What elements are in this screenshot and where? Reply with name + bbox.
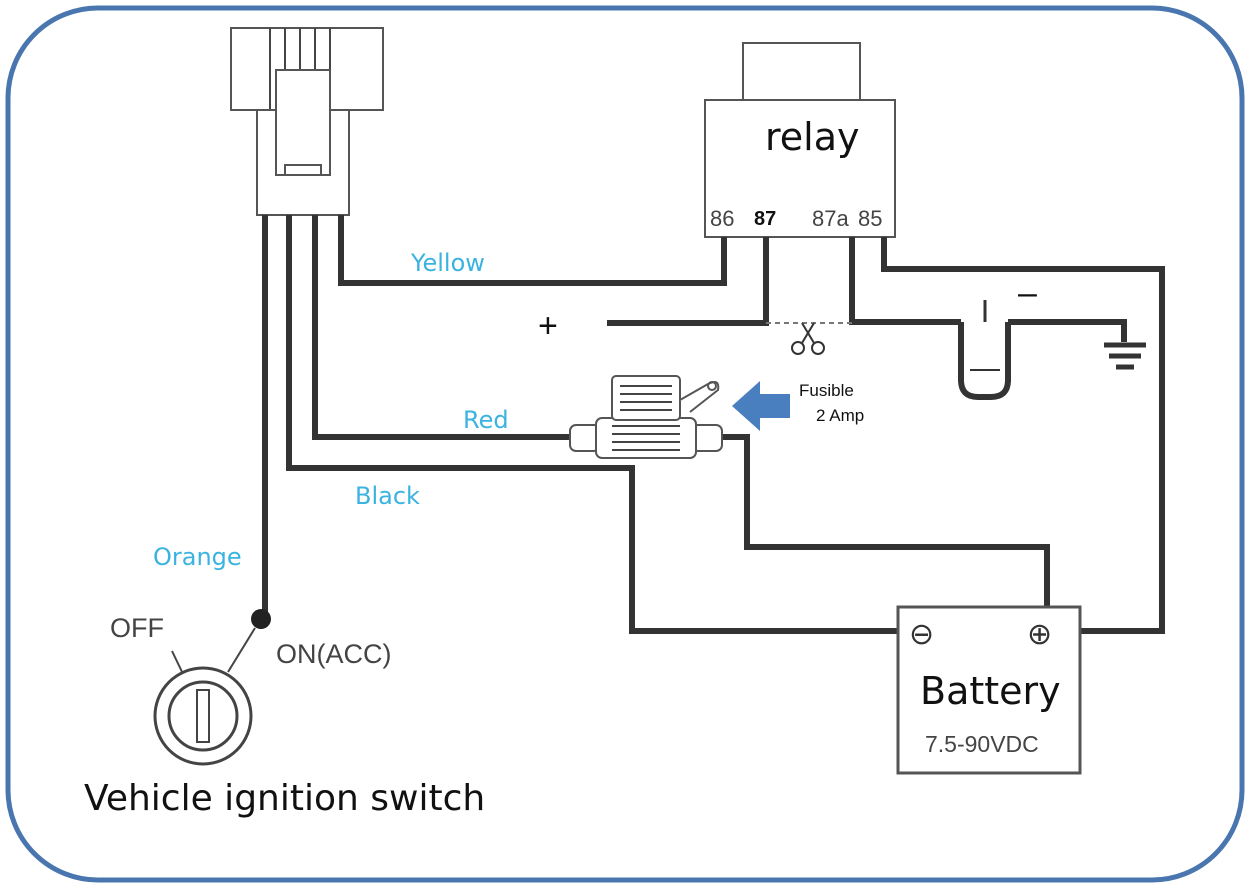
fuse-arrow-icon (732, 381, 790, 431)
relay-85-wire (881, 237, 1165, 634)
battery-negative-icon: ⊖ (909, 617, 934, 652)
load-symbol (958, 300, 1011, 400)
plus-sign: + (538, 307, 558, 345)
ignition-switch (153, 609, 271, 766)
relay-pin-87a: 87a (812, 206, 849, 231)
red-wire (312, 215, 570, 440)
yellow-wire (338, 215, 727, 286)
battery: ⊖ ⊕ Battery 7.5-90VDC (896, 605, 1082, 775)
relay-pin-87: 87 (754, 208, 776, 230)
black-wire-label: Black (355, 482, 420, 510)
relay-pin-85: 85 (858, 206, 882, 231)
ignition-caption: Vehicle ignition switch (84, 778, 485, 819)
relay-87a-wire (849, 237, 961, 325)
red-wire-label: Red (463, 406, 509, 434)
diagram-frame (5, 5, 1245, 883)
relay-pin-86: 86 (710, 206, 734, 231)
ground-wire (1008, 319, 1127, 342)
relay-title: relay (765, 115, 860, 159)
black-wire (286, 215, 898, 634)
ignition-on-label: ON(ACC) (276, 639, 392, 669)
battery-positive-icon: ⊕ (1027, 617, 1052, 652)
fuse-to-battery-wire (722, 434, 1050, 607)
minus-sign: – (1018, 274, 1037, 312)
fuse-label-line1: Fusible (799, 381, 854, 400)
orange-wire-label: Orange (153, 543, 242, 571)
fuse-label-line2: 2 Amp (816, 406, 864, 425)
relay: relay 86 87 87a 85 (704, 42, 896, 238)
scissors-icon (791, 322, 825, 355)
inline-fuse-holder (569, 375, 723, 459)
yellow-wire-label: Yellow (410, 249, 485, 277)
battery-voltage: 7.5-90VDC (925, 731, 1039, 757)
battery-title: Battery (920, 669, 1061, 713)
wire-harness-connector (230, 27, 384, 216)
ground-icon (1104, 342, 1146, 370)
ignition-off-label: OFF (110, 613, 164, 643)
